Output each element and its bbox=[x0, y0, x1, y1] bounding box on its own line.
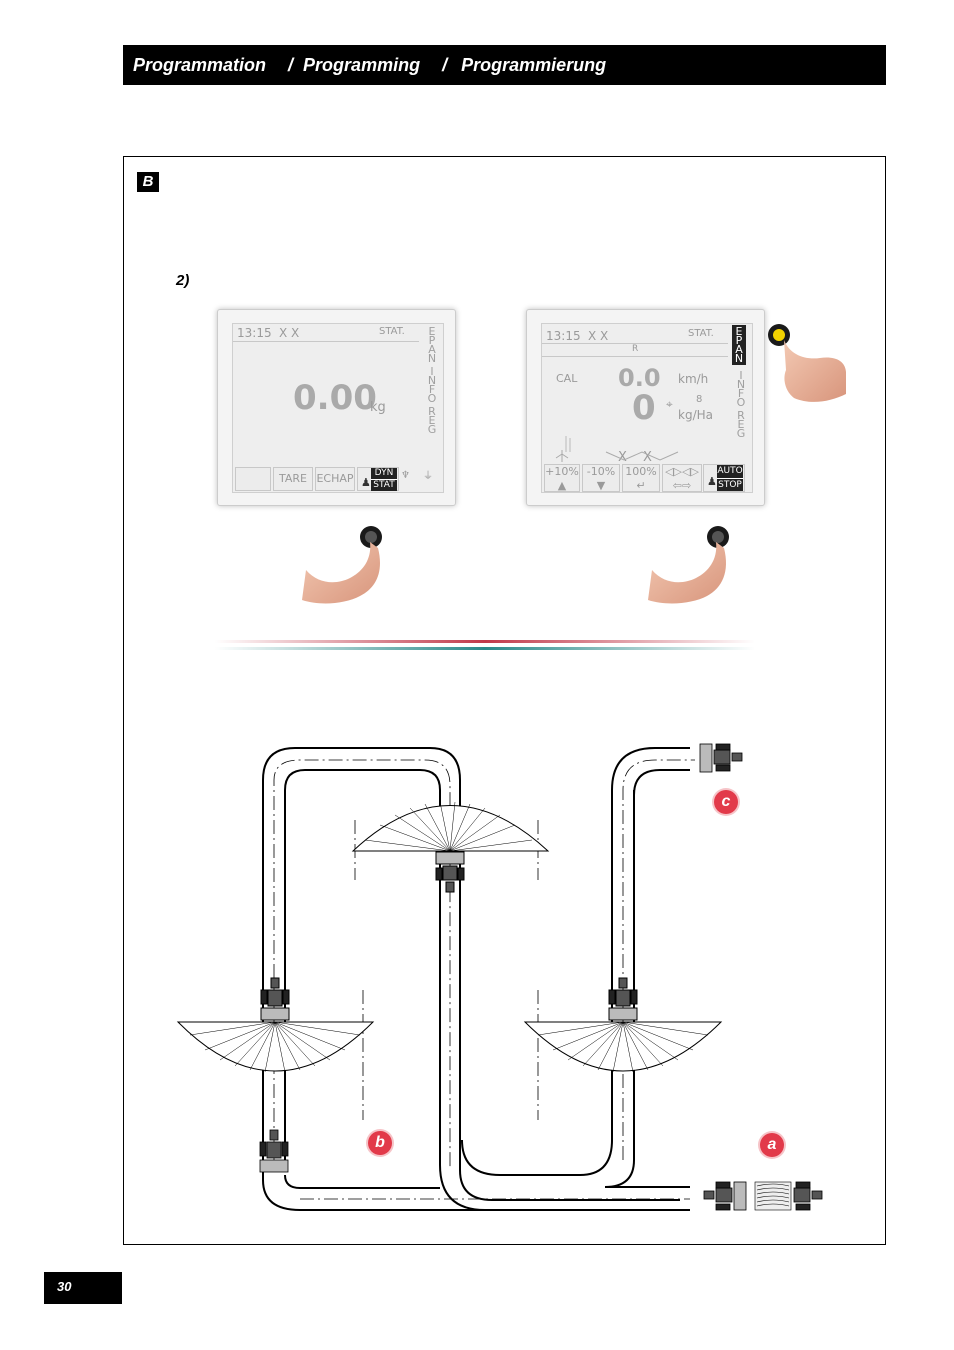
gps-icon: ⌖ bbox=[666, 397, 673, 411]
header-title-en: Programming bbox=[303, 54, 421, 75]
page-number: 30 bbox=[44, 1272, 122, 1304]
divider-teal bbox=[215, 647, 755, 650]
auto-stop-softkey[interactable]: ♟ AUTO STOP bbox=[703, 464, 745, 492]
marker-b: b bbox=[368, 1131, 392, 1155]
weighbridge-icon bbox=[754, 1181, 792, 1211]
plus10-softkey[interactable]: +10%▲ bbox=[544, 464, 580, 492]
divider-red bbox=[215, 640, 755, 643]
sections-softkey[interactable]: ◁▷◁▷⇦⇨ bbox=[662, 464, 702, 492]
marker-a: a bbox=[760, 1133, 784, 1157]
finger-press-icon bbox=[768, 324, 846, 402]
tractor-icon bbox=[703, 1181, 747, 1211]
scale-icon: ⏚ bbox=[423, 471, 433, 482]
header-separator: / bbox=[442, 54, 448, 75]
softkey-1[interactable] bbox=[235, 467, 271, 491]
field-path-diagram bbox=[262, 747, 690, 1211]
sections-icon: ◁▷◁▷ bbox=[665, 465, 699, 478]
spread-width-graphic bbox=[555, 436, 679, 462]
finger-press-icon bbox=[302, 526, 382, 604]
enter-icon: ↵ bbox=[636, 479, 646, 492]
arrow-up-icon: ▲ bbox=[557, 479, 567, 492]
operator-icon: ♟ bbox=[707, 475, 717, 488]
spread-fan-right bbox=[523, 977, 723, 1073]
mode-status: STAT. bbox=[379, 326, 405, 337]
lcd-screen-right: 13:15 X X STAT. R CAL 0.0 km/h 0 ⌖ 8 kg/… bbox=[541, 323, 753, 493]
spread-fan-top bbox=[351, 801, 550, 893]
marker-c: c bbox=[714, 790, 738, 814]
content-frame bbox=[123, 156, 886, 1245]
spread-fan-left bbox=[176, 977, 375, 1073]
header-title-fr: Programmation bbox=[133, 54, 267, 75]
page-header: Programmation / Programming / Programmie… bbox=[123, 45, 886, 85]
mode-status: STAT. bbox=[688, 328, 714, 339]
status-marks: X X bbox=[279, 326, 300, 340]
auto-stop-toggle: AUTO STOP bbox=[717, 465, 743, 491]
finger-press-icon bbox=[648, 526, 729, 604]
echap-softkey[interactable]: ECHAP bbox=[315, 467, 355, 491]
weight-value: 0.00 bbox=[293, 378, 377, 418]
rate-value: 0 bbox=[632, 388, 656, 428]
dyn-stat-softkey[interactable]: ♟ DYN STAT bbox=[357, 467, 399, 491]
dyn-stat-toggle: DYN STAT bbox=[371, 468, 397, 491]
section-badge: B bbox=[137, 172, 159, 192]
status-marks: X X bbox=[588, 329, 609, 343]
tare-softkey[interactable]: TARE bbox=[273, 467, 313, 491]
cal-label: CAL bbox=[556, 372, 578, 385]
100pct-softkey[interactable]: 100%↵ bbox=[622, 464, 660, 492]
header-separator: / bbox=[288, 54, 294, 75]
minus10-softkey[interactable]: -10%▼ bbox=[582, 464, 620, 492]
clock: 13:15 bbox=[237, 326, 272, 340]
small-value: 8 bbox=[696, 394, 703, 405]
section-marks: X X bbox=[618, 450, 658, 465]
speed-value: 0.0 bbox=[618, 364, 661, 392]
tractor-icon bbox=[699, 743, 743, 773]
row2-label: R bbox=[632, 344, 639, 354]
tractor-icon bbox=[259, 1129, 289, 1173]
left-right-arrows-icon: ⇦⇨ bbox=[672, 479, 692, 492]
operator-icon: ♟ bbox=[361, 476, 371, 489]
tractor-icon bbox=[793, 1181, 823, 1211]
weight-unit: kg bbox=[370, 400, 386, 415]
header-title-de: Programmierung bbox=[461, 54, 607, 75]
arrow-down-icon: ▼ bbox=[596, 479, 606, 492]
hopper-icon: ♆ bbox=[401, 470, 410, 481]
rate-unit: kg/Ha bbox=[678, 408, 713, 422]
terminal-right: 13:15 X X STAT. R CAL 0.0 km/h 0 ⌖ 8 kg/… bbox=[526, 309, 765, 506]
speed-unit: km/h bbox=[678, 372, 709, 386]
step-label: 2) bbox=[176, 272, 190, 289]
clock: 13:15 bbox=[546, 329, 581, 343]
